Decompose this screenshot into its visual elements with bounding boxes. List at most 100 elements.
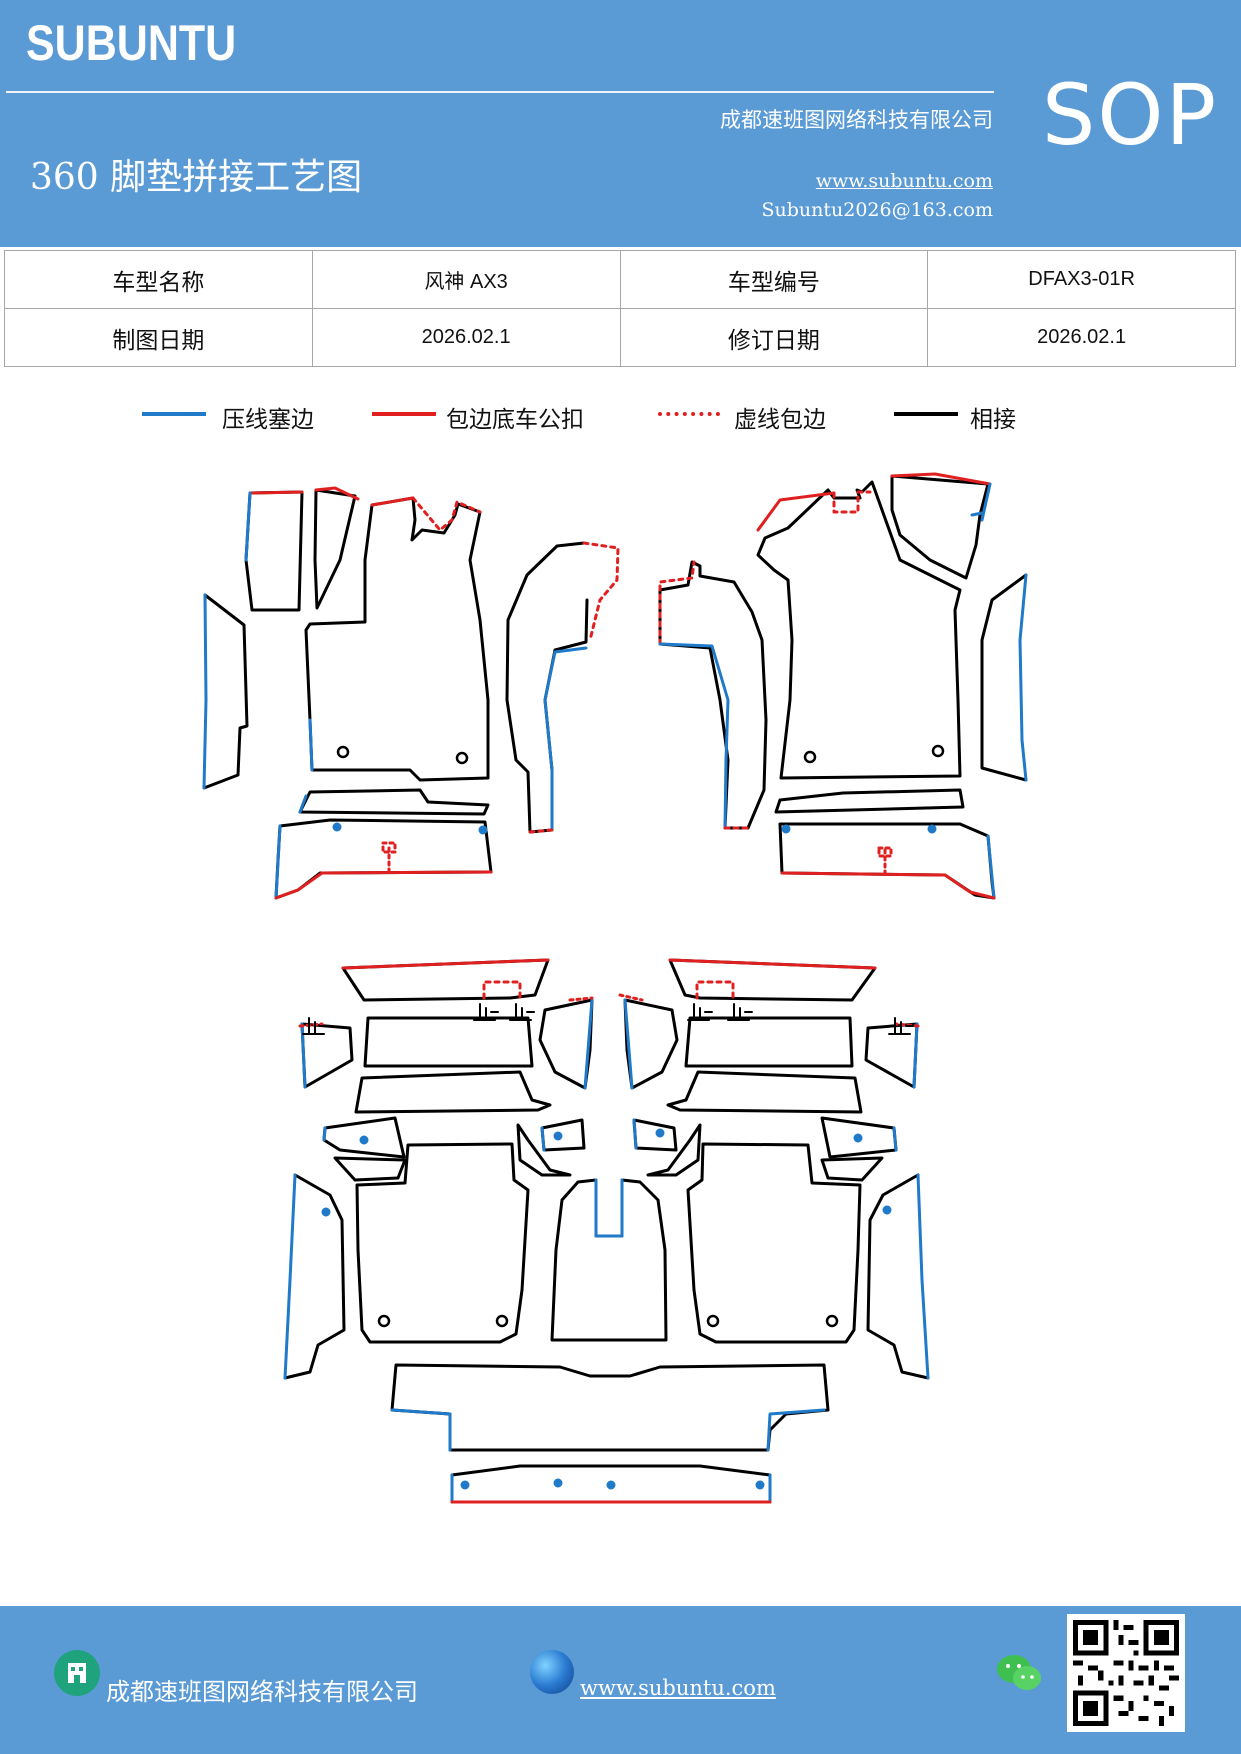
- website-link[interactable]: www.subuntu.com: [815, 170, 993, 192]
- revise-date-value: 2026.02.1: [927, 308, 1236, 367]
- mat-edge-blue: [244, 491, 252, 562]
- mat-edge-red: [370, 496, 415, 507]
- model-name-label: 车型名称: [4, 250, 313, 309]
- mat-edge-blue: [1018, 573, 1028, 782]
- legend-swatch: [658, 412, 720, 416]
- mat-edge-red: [780, 871, 996, 900]
- mat-edge-red: [668, 958, 877, 970]
- mat-hole: [377, 1314, 391, 1328]
- legend-label: 包边底车公扣: [446, 407, 584, 433]
- mat-edge-blue: [274, 824, 282, 900]
- blue-dot: [553, 1478, 563, 1488]
- mat-splicing-diagram: [202, 472, 1028, 1504]
- mat-piece: [538, 998, 594, 1090]
- mat-edge-red-dotted: [568, 996, 594, 1002]
- model-code-label: 车型编号: [619, 250, 929, 309]
- building-icon: [54, 1650, 100, 1696]
- model-code-value: DFAX3-01R: [927, 250, 1236, 309]
- mat-edge-blue: [912, 1022, 919, 1089]
- mat-piece: [646, 1123, 702, 1177]
- mat-piece: [363, 1016, 534, 1068]
- mat-piece: [623, 998, 679, 1090]
- mat-edge-blue: [986, 834, 996, 900]
- legend-swatch: [894, 412, 958, 416]
- mat-piece: [686, 1142, 862, 1344]
- legend-swatch: [372, 412, 436, 416]
- legend-label: 虚线包边: [734, 407, 826, 433]
- blue-dot: [460, 1480, 470, 1490]
- revise-date-label: 修订日期: [619, 308, 929, 367]
- header-banner: SUBUNTU 成都速班图网络科技有限公司 360 脚垫拼接工艺图 www.su…: [0, 0, 1241, 247]
- mat-edge-red-dotted: [582, 541, 620, 642]
- mat-edge-red-dotted: [298, 1022, 324, 1028]
- mat-piece: [283, 1173, 346, 1380]
- vehicle-info-table: 车型名称 风神 AX3 车型编号 DFAX3-01R 制图日期 2026.02.…: [4, 250, 1236, 367]
- table-row: 车型名称 风神 AX3 车型编号 DFAX3-01R: [4, 250, 1236, 309]
- mat-edge-red-dotted: [695, 980, 735, 1000]
- mat-piece: [516, 1123, 572, 1177]
- mat-piece: [244, 490, 304, 612]
- mat-edge-blue: [594, 1178, 624, 1238]
- mat-edge-red: [756, 491, 836, 532]
- blue-dot: [478, 825, 488, 835]
- mat-edge-red-dotted: [482, 980, 522, 1000]
- legend-swatch: [142, 412, 206, 416]
- mat-piece: [202, 593, 249, 790]
- mat-piece: [550, 1178, 668, 1342]
- mat-piece: [890, 474, 990, 580]
- table-row: 制图日期 2026.02.1 修订日期 2026.02.1: [4, 308, 1236, 367]
- mat-piece: [684, 1016, 854, 1068]
- mat-piece: [666, 1070, 863, 1114]
- mat-edge-red-dotted: [411, 496, 482, 532]
- footer-company-name: 成都速班图网络科技有限公司: [106, 1678, 418, 1706]
- mat-edge-blue: [583, 998, 594, 1090]
- mat-edge-red-dotted: [658, 560, 696, 646]
- blue-dot: [853, 1133, 863, 1143]
- qr-code[interactable]: [1067, 1614, 1185, 1732]
- mat-hole: [336, 745, 350, 759]
- wechat-icon[interactable]: [995, 1652, 1043, 1694]
- footer-website-link[interactable]: www.subuntu.com: [580, 1676, 776, 1700]
- mat-edge-red-dotted: [832, 490, 872, 514]
- mat-edge-blue: [916, 1173, 930, 1380]
- mat-edge-red: [890, 472, 992, 486]
- blue-dot: [927, 824, 937, 834]
- header-divider: [6, 91, 994, 93]
- mat-piece: [774, 788, 965, 814]
- legend-label: 压线塞边: [222, 407, 314, 433]
- draw-date-label: 制图日期: [4, 308, 313, 367]
- brand-logo: SUBUNTU: [26, 15, 237, 71]
- company-name: 成都速班图网络科技有限公司: [720, 108, 993, 132]
- mat-piece: [298, 788, 490, 816]
- blue-dot: [359, 1135, 369, 1145]
- mat-edge-blue: [450, 1473, 772, 1504]
- mat-edge-blue: [543, 646, 588, 832]
- mat-piece: [355, 1142, 530, 1344]
- mat-edge-blue: [540, 1126, 546, 1152]
- mat-edge-red-dotted: [618, 993, 644, 1002]
- blue-dot: [755, 1480, 765, 1490]
- mat-hole: [931, 744, 945, 758]
- footer-banner: 成都速班图网络科技有限公司 www.subuntu.com: [0, 1606, 1241, 1754]
- mat-edge-blue: [892, 1126, 898, 1152]
- mat-edge-blue: [298, 794, 308, 814]
- legend-label: 相接: [970, 407, 1016, 433]
- mat-hole: [803, 750, 817, 764]
- sop-label: SOP: [1042, 66, 1219, 164]
- mat-piece: [274, 818, 493, 900]
- mat-edge-red-dotted: [877, 846, 893, 876]
- mat-edge-blue: [632, 1118, 638, 1150]
- mat-edge-red: [274, 870, 493, 900]
- blue-dot: [321, 1207, 331, 1217]
- mat-piece: [632, 1118, 678, 1152]
- blue-dot: [332, 822, 342, 832]
- mat-edge-red: [250, 490, 304, 495]
- mat-piece: [756, 480, 962, 780]
- mat-piece: [658, 560, 768, 830]
- globe-icon: [530, 1650, 574, 1694]
- draw-date-value: 2026.02.1: [311, 308, 621, 367]
- email-address[interactable]: Subuntu2026@163.com: [761, 199, 993, 221]
- mat-edge-blue: [308, 718, 314, 772]
- mat-edge-blue: [283, 1173, 297, 1380]
- mat-piece: [313, 488, 357, 610]
